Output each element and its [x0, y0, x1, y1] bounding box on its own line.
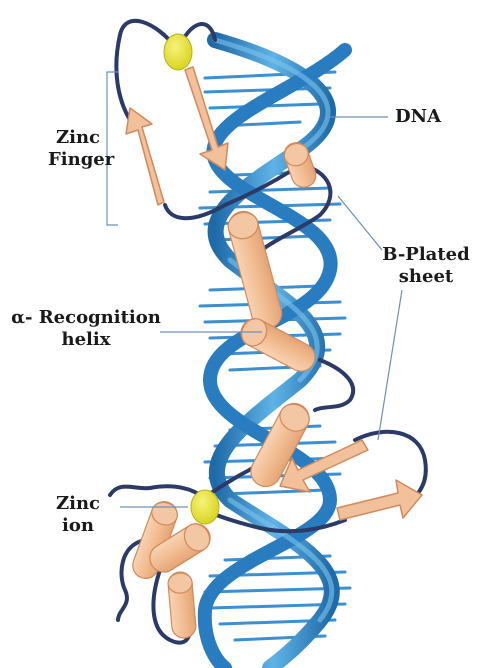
label-alpha-helix-line1: α- Recognition — [6, 307, 166, 329]
label-b-plated-sheet: B-Plated sheet — [376, 244, 476, 288]
beta-strand-arrow — [185, 67, 228, 170]
helix-cylinder — [167, 571, 197, 639]
label-zinc-finger-line1: Zinc — [48, 127, 108, 149]
zinc-ion-bottom — [191, 490, 219, 524]
label-alpha-helix-line2: helix — [6, 329, 166, 351]
label-b-plated-sheet-line2: sheet — [376, 266, 476, 288]
label-zinc-finger-line2: Finger — [48, 149, 108, 171]
label-zinc-ion-line2: ion — [48, 515, 108, 537]
label-zinc-ion-line1: Zinc — [48, 493, 108, 515]
label-dna: DNA — [395, 106, 441, 128]
b-sheet-leader-bottom — [378, 290, 402, 440]
b-sheet-leader-top — [338, 196, 382, 250]
label-zinc-finger: Zinc Finger — [48, 127, 108, 171]
beta-strand-arrow — [337, 480, 422, 520]
beta-strand-arrow — [126, 108, 164, 205]
label-b-plated-sheet-line1: B-Plated — [376, 244, 476, 266]
label-zinc-ion: Zinc ion — [48, 493, 108, 537]
zinc-ion-top — [164, 34, 192, 70]
label-alpha-recognition-helix: α- Recognition helix — [6, 307, 166, 351]
